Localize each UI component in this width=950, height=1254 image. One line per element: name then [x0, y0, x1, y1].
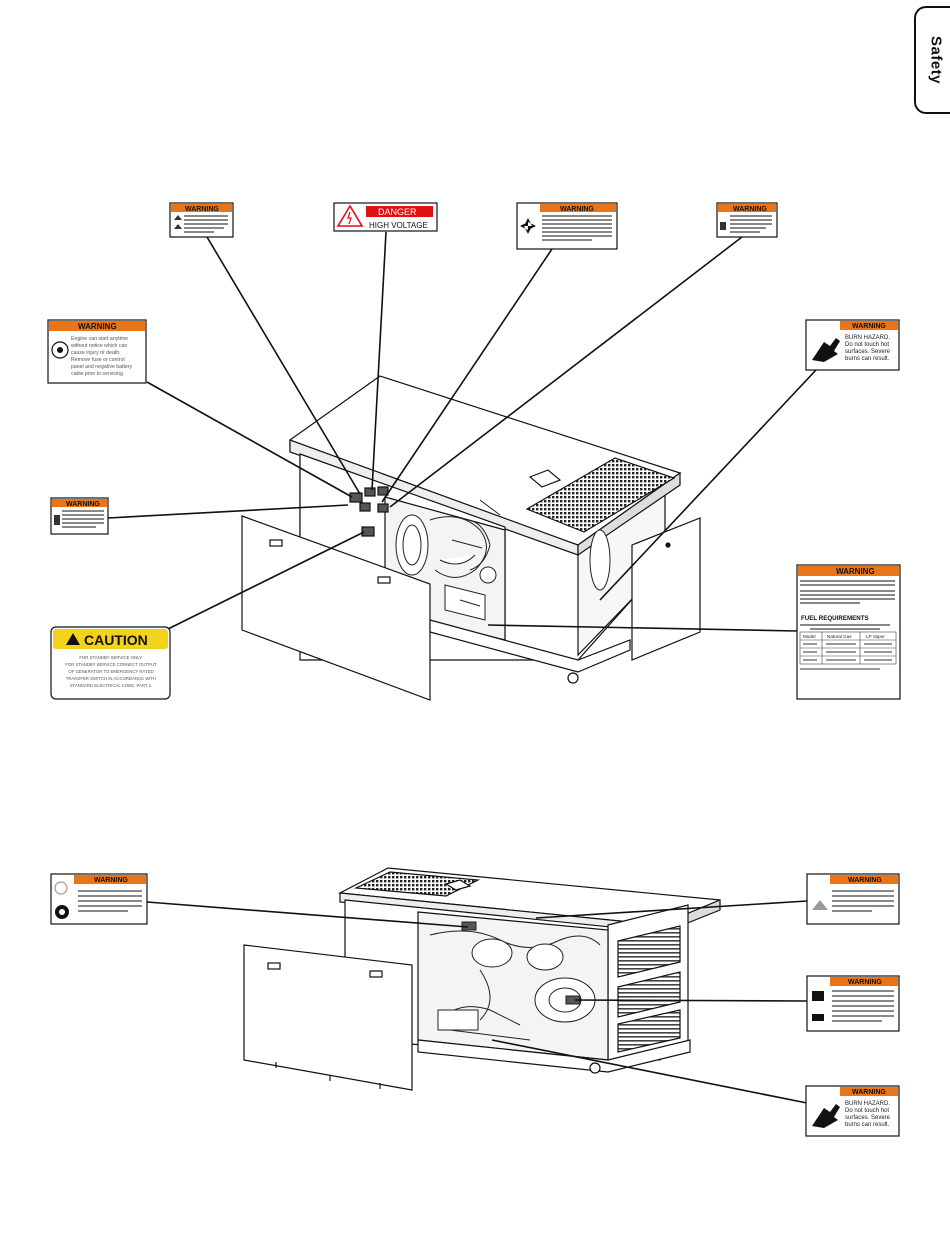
engine-start-line-2: without notice which can — [71, 343, 127, 349]
warning-decal-burn-hazard-2: WARNING BURN HAZARD. Do not touch hot su… — [805, 1085, 900, 1137]
leader-lines — [107, 231, 817, 1104]
engine-start-line-6: cable prior to servicing. — [71, 371, 124, 377]
caution-line-2: FOR STANDBY SERVICE CONNECT OUTPUT — [65, 662, 157, 667]
warning-heading: WARNING — [94, 877, 128, 884]
danger-high-voltage-decal: DANGER HIGH VOLTAGE — [333, 202, 438, 232]
engine-start-line-3: cause injury or death. — [71, 350, 121, 356]
warning-decal-4: WARNING — [716, 202, 778, 238]
engine-start-line-4: Remove fuse or control — [71, 357, 125, 363]
warning-heading: WARNING — [836, 567, 875, 576]
burn-line-3: surfaces. Severe — [845, 349, 891, 355]
warning-decal-1: WARNING — [169, 202, 234, 238]
warning-heading: WARNING — [852, 323, 886, 330]
fuel-header-natural-gas: Natural Gas — [827, 634, 852, 639]
caution-line-4: TRANSFER SWITCH IN ACCORDANCE WITH — [66, 676, 156, 681]
caution-decal-standby: CAUTION FOR STANDBY SERVICE ONLY. FOR ST… — [50, 626, 171, 700]
warning-heading: WARNING — [560, 206, 594, 213]
warning-heading: WARNING — [185, 206, 219, 213]
generator-bottom-view — [243, 867, 721, 1091]
warning-decal-moving-parts: WARNING — [516, 202, 618, 250]
burn-line-4: burns can result. — [845, 356, 890, 362]
burn-line-2: Do not touch hot — [845, 342, 889, 348]
caution-line-5: STANDARD ELECTRICAL CODE, PART 1. — [70, 683, 153, 688]
burn-line-4: burns can result. — [845, 1122, 890, 1128]
warning-heading: WARNING — [66, 501, 100, 508]
caution-line-3: OF GENERATOR TO EMERGENCY RATED — [68, 669, 153, 674]
engine-start-line-1: Engine can start anytime — [71, 336, 128, 342]
warning-decal-bottom-right-1: WARNING — [806, 873, 900, 925]
engine-start-line-5: panel and negative battery — [71, 364, 133, 370]
fuel-header-model: Model — [803, 634, 816, 639]
warning-decal-battery: WARNING — [806, 975, 900, 1032]
warning-heading: WARNING — [848, 877, 882, 884]
warning-heading: WARNING — [733, 206, 767, 213]
fuel-header-lp-vapor: LP Vapor — [866, 634, 885, 639]
caution-heading: CAUTION — [84, 632, 148, 648]
warning-decal-burn-hazard-1: WARNING BURN HAZARD. Do not touch hot su… — [805, 319, 900, 371]
warning-decal-bottom-left: WARNING — [50, 873, 148, 925]
high-voltage-text: HIGH VOLTAGE — [369, 221, 428, 230]
warning-heading: WARNING — [852, 1089, 886, 1096]
burn-line-2: Do not touch hot — [845, 1108, 889, 1114]
burn-line-1: BURN HAZARD. — [845, 335, 890, 341]
burn-line-1: BURN HAZARD. — [845, 1101, 890, 1107]
warning-decal-6: WARNING — [50, 497, 109, 535]
warning-decal-fuel-requirements: WARNING FUEL REQUIREMENTS Model Natural … — [796, 564, 901, 700]
danger-heading: DANGER — [378, 207, 417, 217]
burn-line-3: surfaces. Severe — [845, 1115, 891, 1121]
warning-heading: WARNING — [78, 322, 117, 331]
fuel-requirements-title: FUEL REQUIREMENTS — [801, 615, 869, 622]
warning-decal-engine-start: WARNING Engine can start anytime without… — [47, 319, 147, 384]
caution-line-1: FOR STANDBY SERVICE ONLY. — [79, 655, 142, 660]
generator-top-view — [241, 375, 701, 701]
warning-heading: WARNING — [848, 979, 882, 986]
section-tab-safety[interactable]: Safety — [914, 6, 950, 114]
